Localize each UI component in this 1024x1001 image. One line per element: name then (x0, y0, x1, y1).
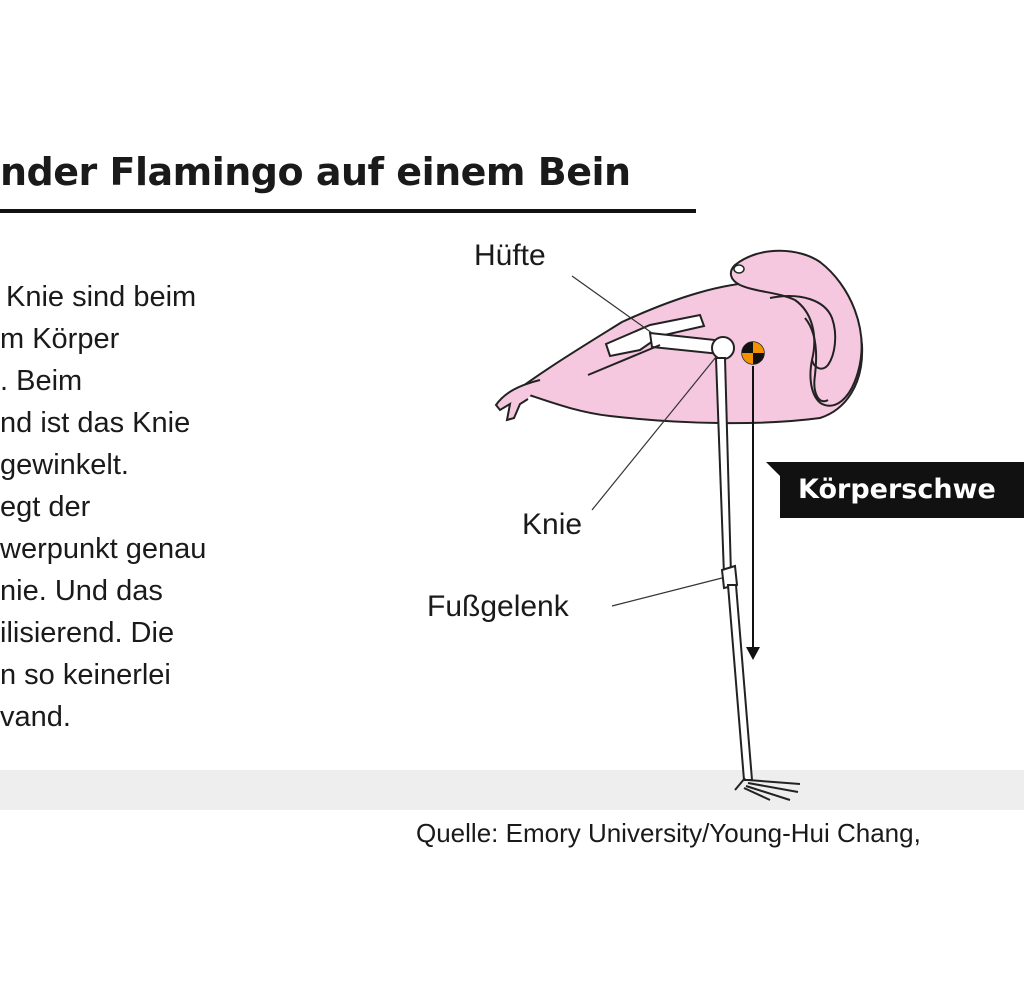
source-credit: Quelle: Emory University/Young-Hui Chang… (416, 814, 1024, 852)
tarsus-bone (728, 585, 752, 780)
label-ankle: Fußgelenk (427, 589, 569, 625)
label-body-weight: Körperschwe (780, 462, 1024, 518)
flamingo-foot (735, 778, 800, 800)
weight-vector-arrowhead (746, 647, 760, 660)
knee-joint (712, 337, 734, 359)
label-hip: Hüfte (474, 238, 546, 274)
flamingo-eye (734, 265, 744, 273)
label-knee: Knie (522, 507, 582, 543)
flamingo-tail (496, 380, 540, 420)
ankle-leader-line (612, 578, 722, 606)
weight-label-pointer (766, 462, 780, 476)
hip-leader-line (572, 276, 652, 333)
